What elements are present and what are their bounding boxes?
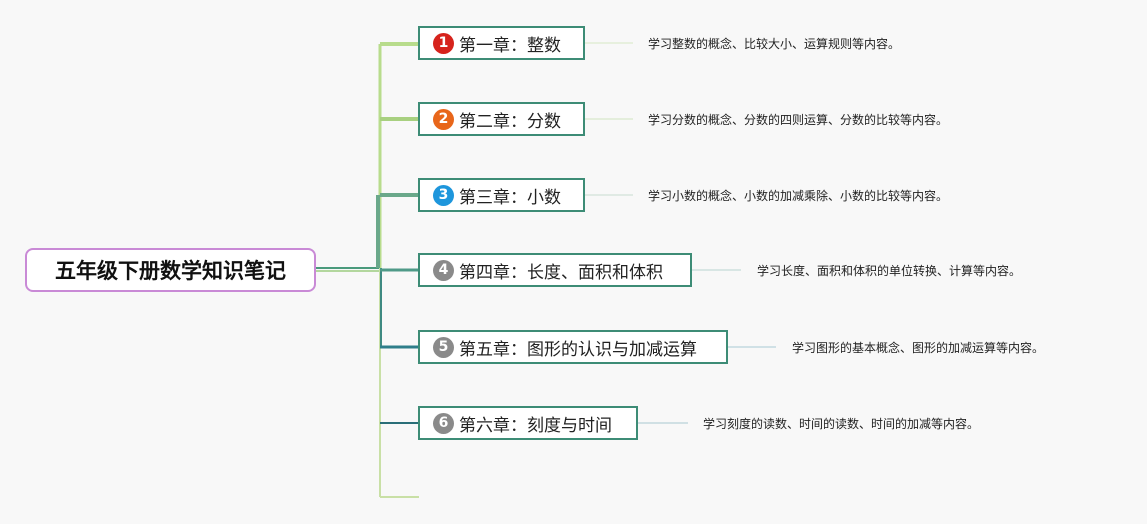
chapter-6-node[interactable]: 6 第六章：刻度与时间 [418, 406, 638, 440]
chapter-6-description[interactable]: 学习刻度的读数、时间的读数、时间的加减等内容。 [703, 417, 980, 431]
chapter-5-title: 第五章：图形的认识与加减运算 [459, 339, 697, 360]
chapter-5-description[interactable]: 学习图形的基本概念、图形的加减运算等内容。 [792, 341, 1045, 355]
chapter-3-node[interactable]: 3 第三章：小数 [418, 178, 585, 212]
chapter-3-description[interactable]: 学习小数的概念、小数的加减乘除、小数的比较等内容。 [648, 189, 949, 203]
chapter-2-description[interactable]: 学习分数的概念、分数的四则运算、分数的比较等内容。 [648, 113, 949, 127]
number-6-icon: 6 [433, 412, 454, 434]
chapter-3-title: 第三章：小数 [459, 187, 561, 208]
chapter-2-node[interactable]: 2 第二章：分数 [418, 102, 585, 136]
number-1-icon: 1 [433, 32, 454, 54]
chapter-4-description[interactable]: 学习长度、面积和体积的单位转换、计算等内容。 [757, 264, 1022, 278]
chapter-5-node[interactable]: 5 第五章：图形的认识与加减运算 [418, 330, 728, 364]
chapter-4-node[interactable]: 4 第四章：长度、面积和体积 [418, 253, 692, 287]
number-5-icon: 5 [433, 336, 454, 358]
chapter-1-title: 第一章：整数 [459, 35, 561, 56]
chapter-2-title: 第二章：分数 [459, 111, 561, 132]
chapter-6-title: 第六章：刻度与时间 [459, 415, 612, 436]
root-topic-label: 五年级下册数学知识笔记 [55, 259, 286, 283]
number-3-icon: 3 [433, 184, 454, 206]
chapter-4-title: 第四章：长度、面积和体积 [459, 262, 663, 283]
root-topic[interactable]: 五年级下册数学知识笔记 [25, 248, 316, 292]
number-4-icon: 4 [433, 259, 454, 281]
chapter-1-description[interactable]: 学习整数的概念、比较大小、运算规则等内容。 [648, 37, 901, 51]
chapter-1-node[interactable]: 1 第一章：整数 [418, 26, 585, 60]
number-2-icon: 2 [433, 108, 454, 130]
